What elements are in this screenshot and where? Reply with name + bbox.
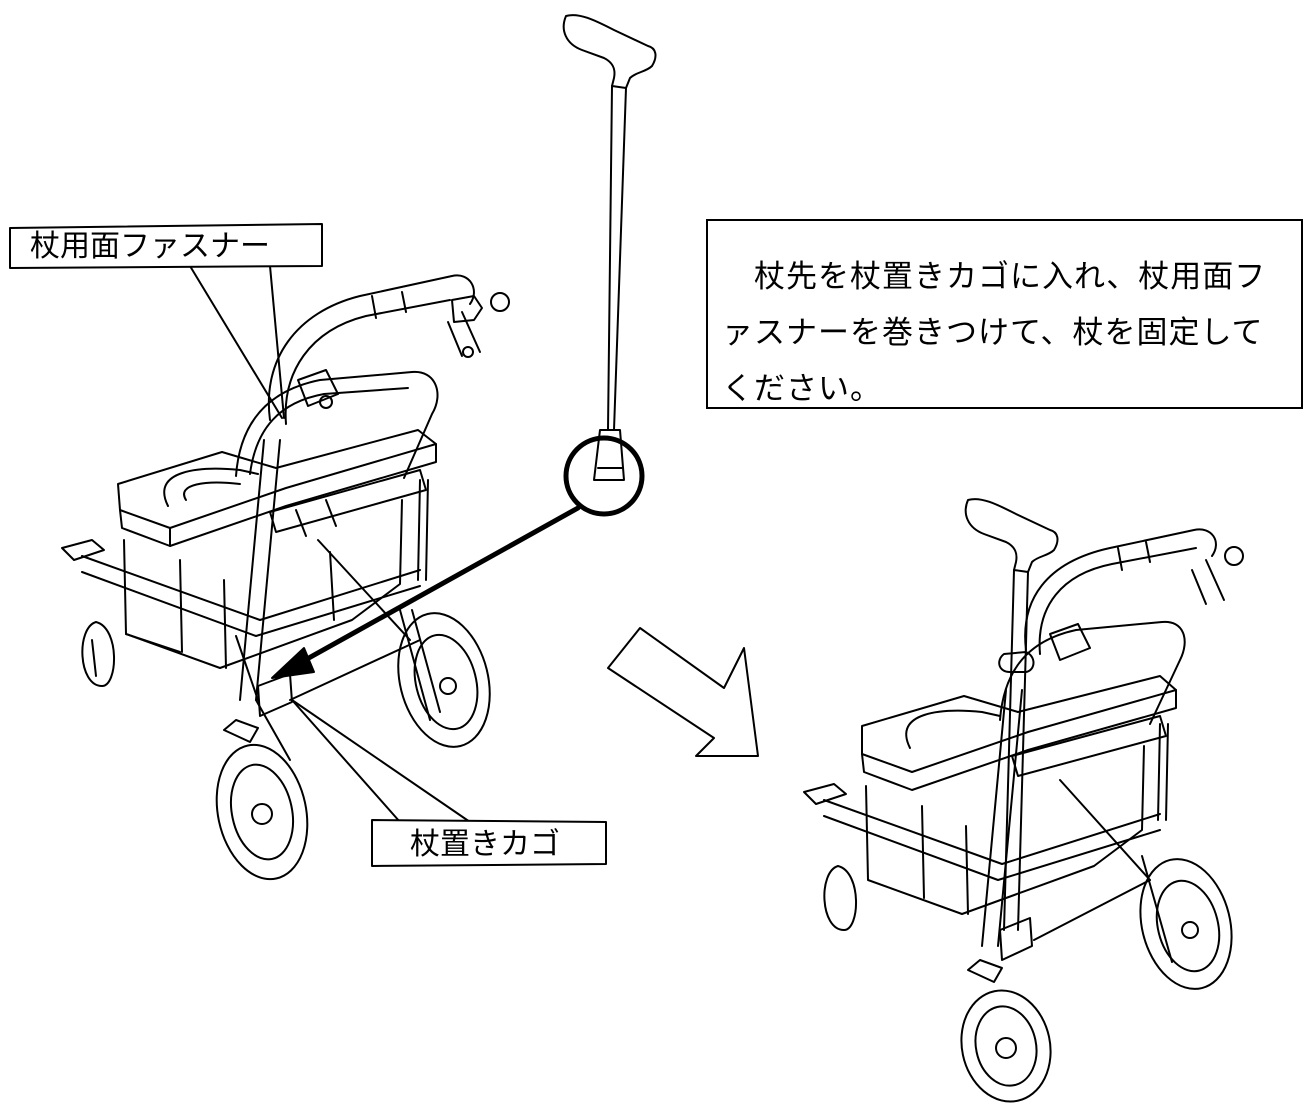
direction-arrow-icon xyxy=(271,505,581,679)
transition-arrow-icon xyxy=(607,627,759,757)
cane-icon xyxy=(562,14,657,481)
callout-velcro: 杖用面ファスナー xyxy=(9,223,323,269)
instruction-line-3: ください。 xyxy=(722,371,882,407)
callout-leader-lines xyxy=(189,265,471,823)
cane-tip-highlight-icon xyxy=(563,435,645,517)
walker-before-icon xyxy=(61,274,510,881)
callout-basket: 杖置きカゴ xyxy=(371,819,607,867)
instruction-line-1: 杖先を杖置きカゴに入れ、杖用面フ xyxy=(722,259,1267,295)
callout-basket-label: 杖置きカゴ xyxy=(410,827,560,862)
walker-after-icon xyxy=(803,498,1244,1103)
instruction-line-2: ァスナーを巻きつけて、杖を固定して xyxy=(722,315,1264,351)
callout-velcro-label: 杖用面ファスナー xyxy=(30,229,270,264)
instruction-box: 杖先を杖置きカゴに入れ、杖用面フ ァスナーを巻きつけて、杖を固定して ください。 xyxy=(706,219,1303,409)
